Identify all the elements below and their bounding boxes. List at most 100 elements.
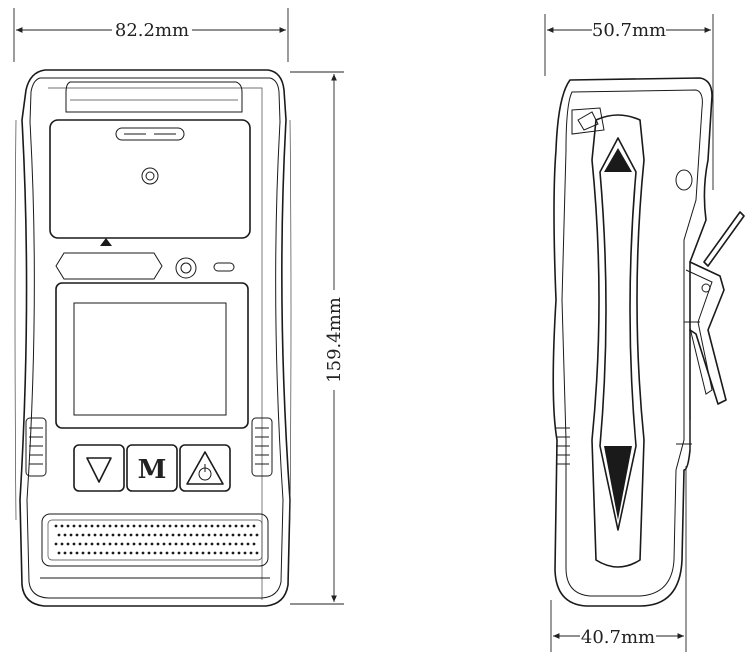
speaker-hole — [162, 524, 166, 528]
speaker-hole — [246, 542, 250, 546]
speaker-hole — [132, 542, 136, 546]
speaker-hole — [96, 542, 100, 546]
speaker-hole — [168, 524, 172, 528]
speaker-hole — [90, 524, 94, 528]
speaker-hole — [63, 533, 67, 537]
speaker-hole — [231, 533, 235, 537]
speaker-hole — [195, 551, 199, 555]
speaker-hole — [219, 533, 223, 537]
speaker-hole — [171, 533, 175, 537]
power-button[interactable] — [179, 444, 231, 492]
speaker-hole — [78, 542, 82, 546]
speaker-hole — [72, 542, 76, 546]
speaker-hole — [108, 542, 112, 546]
menu-button[interactable] — [126, 444, 178, 492]
display-screen — [73, 302, 227, 416]
front-outer-shell — [19, 69, 291, 607]
speaker-hole — [162, 542, 166, 546]
speaker-hole — [147, 533, 151, 537]
speaker-hole — [195, 533, 199, 537]
speaker-hole — [114, 542, 118, 546]
speaker-hole — [252, 542, 256, 546]
speaker-hole — [138, 524, 142, 528]
speaker-hole — [135, 533, 139, 537]
speaker-hole — [120, 524, 124, 528]
speaker-hole — [204, 542, 208, 546]
speaker-hole — [156, 524, 160, 528]
speaker-hole — [87, 551, 91, 555]
speaker-hole — [240, 524, 244, 528]
speaker-hole — [255, 533, 259, 537]
side-screw — [675, 169, 693, 191]
speaker-hole — [66, 542, 70, 546]
side-grip — [556, 427, 570, 465]
speaker-hole — [165, 551, 169, 555]
speaker-hole — [87, 533, 91, 537]
speaker-hole — [114, 524, 118, 528]
side-depth-top-label: 50.7mm — [592, 20, 666, 41]
down-button[interactable] — [73, 444, 125, 492]
speaker-hole — [69, 551, 73, 555]
speaker-hole — [126, 524, 130, 528]
speaker-hole — [153, 551, 157, 555]
speaker-hole — [96, 524, 100, 528]
speaker-hole — [171, 551, 175, 555]
speaker-hole — [252, 524, 256, 528]
top-ridge-cap — [604, 148, 632, 172]
speaker-hole — [123, 533, 127, 537]
speaker-hole — [150, 542, 154, 546]
speaker-hole — [234, 524, 238, 528]
speaker-hole — [255, 551, 259, 555]
speaker-hole — [180, 524, 184, 528]
speaker-hole — [60, 542, 64, 546]
speaker-hole — [63, 551, 67, 555]
speaker-hole — [183, 551, 187, 555]
speaker-hole — [201, 533, 205, 537]
speaker-hole — [198, 524, 202, 528]
speaker-hole — [156, 542, 160, 546]
speaker-hole — [177, 533, 181, 537]
power-triangle-icon — [186, 451, 224, 485]
speaker-hole — [81, 551, 85, 555]
speaker-hole — [102, 542, 106, 546]
speaker-hole — [78, 524, 82, 528]
speaker-hole — [183, 533, 187, 537]
speaker-hole — [132, 524, 136, 528]
speaker-hole — [168, 542, 172, 546]
speaker-hole — [186, 542, 190, 546]
speaker-hole — [66, 524, 70, 528]
speaker-hole — [111, 533, 115, 537]
speaker-hole — [159, 551, 163, 555]
sensor-slot — [115, 127, 185, 141]
speaker-hole — [231, 551, 235, 555]
speaker-hole — [234, 542, 238, 546]
speaker-hole — [99, 551, 103, 555]
speaker-hole — [165, 533, 169, 537]
speaker-hole — [240, 542, 244, 546]
speaker-hole — [159, 533, 163, 537]
speaker-hole — [141, 551, 145, 555]
front-width-label: 82.2mm — [115, 20, 189, 41]
speaker-hole — [219, 551, 223, 555]
menu-button-label: M — [138, 455, 167, 485]
speaker-hole — [204, 524, 208, 528]
speaker-grille — [41, 513, 269, 567]
screw — [141, 167, 159, 185]
alarm-light-bar — [55, 252, 163, 280]
bottom-ridge-cap — [604, 446, 632, 520]
display-frame — [55, 282, 249, 429]
speaker-hole — [249, 551, 253, 555]
side-diamond-ridge — [599, 137, 637, 531]
speaker-hole — [54, 524, 58, 528]
speaker-hole — [222, 542, 226, 546]
speaker-hole — [120, 542, 124, 546]
speaker-hole — [144, 542, 148, 546]
speaker-hole — [189, 551, 193, 555]
speaker-hole — [225, 533, 229, 537]
speaker-hole — [129, 533, 133, 537]
speaker-hole — [213, 551, 217, 555]
speaker-hole — [201, 551, 205, 555]
speaker-hole — [105, 533, 109, 537]
speaker-hole — [75, 551, 79, 555]
speaker-hole — [135, 551, 139, 555]
